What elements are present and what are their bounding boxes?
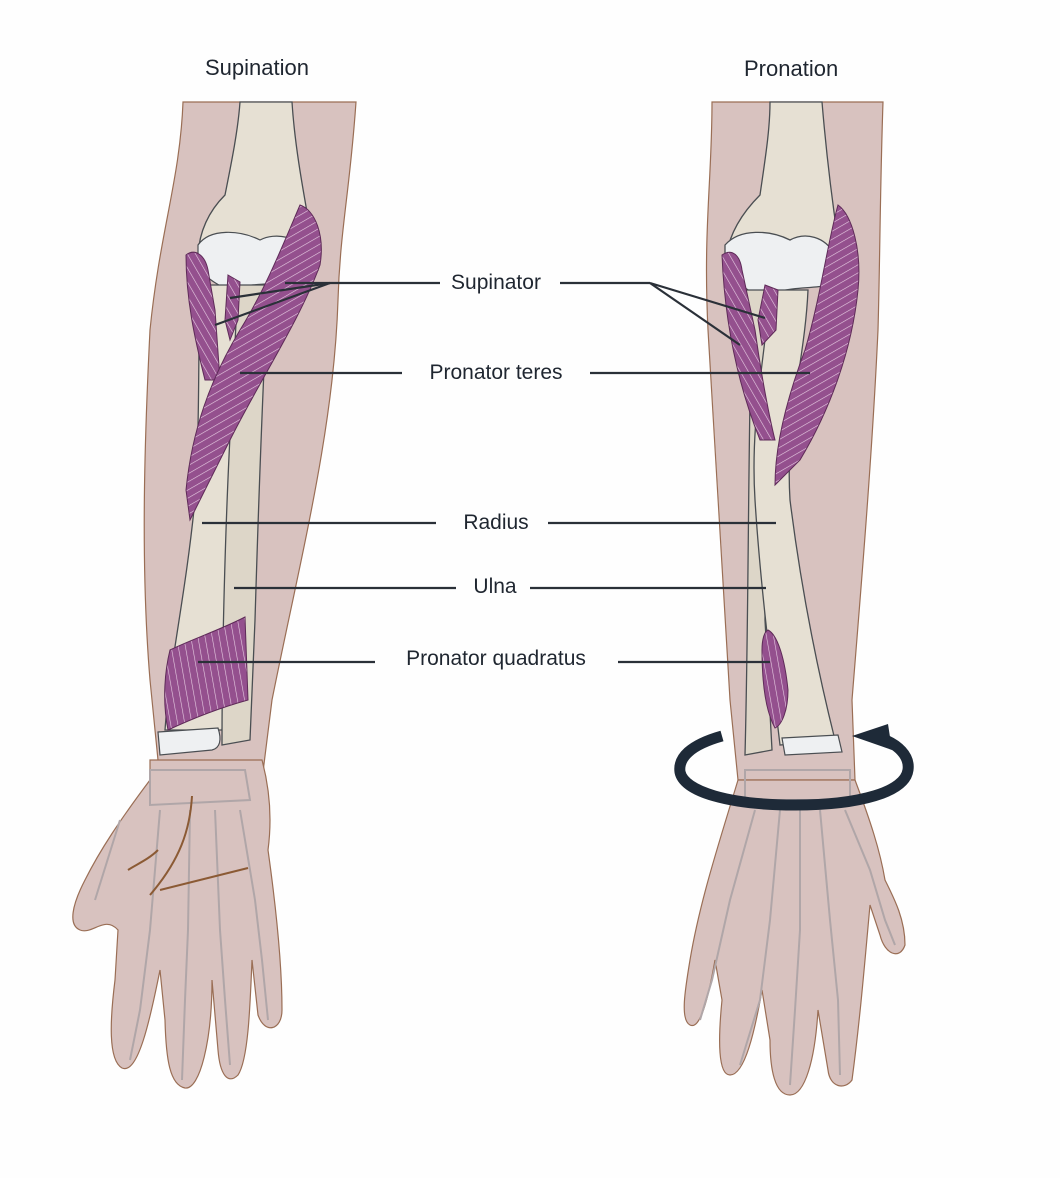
rotation-arrow-icon: [674, 724, 914, 811]
right-pronator-quadratus-muscle: [761, 629, 789, 729]
right-wrist-cartilage: [781, 734, 843, 756]
left-wrist-cartilage: [157, 727, 221, 756]
left-pronator-quadratus-muscle: [164, 616, 249, 731]
right-pronator-teres-muscle: [774, 204, 860, 487]
supination-title: Supination: [205, 55, 309, 80]
left-hand-bones: [94, 769, 269, 1081]
left-palm-creases: [127, 795, 249, 896]
pronator-quadratus-label: Pronator quadratus: [402, 647, 590, 671]
right-supinator-muscle: [721, 251, 776, 441]
right-supinator-small: [757, 284, 779, 347]
radius-label: Radius: [459, 511, 533, 535]
right-arm-pronation: [674, 101, 914, 1096]
right-hand-bones: [699, 769, 896, 1086]
left-supinator-small: [224, 274, 241, 342]
supinator-label: Supinator: [447, 271, 545, 295]
left-supinator-muscle: [185, 251, 221, 381]
pronation-title: Pronation: [744, 56, 839, 81]
left-arm-supination: [72, 101, 357, 1089]
pronator-teres-label: Pronator teres: [425, 361, 567, 385]
ulna-label: Ulna: [469, 575, 521, 599]
left-hand-skin: [72, 759, 283, 1089]
leader-lines: [198, 281, 810, 664]
right-hand-skin: [683, 779, 906, 1096]
